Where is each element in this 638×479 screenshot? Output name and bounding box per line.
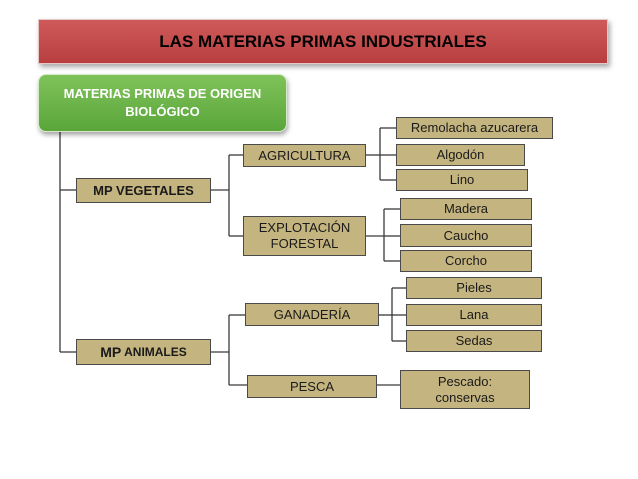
explotacion-line1: EXPLOTACIÓN (258, 220, 351, 235)
ganaderia-box: GANADERÍA (245, 303, 379, 326)
mp-animales-rest: ANIMALES (121, 345, 187, 359)
algodon-label: Algodón (436, 147, 485, 162)
pescado-box: Pescado: conservas (400, 370, 530, 409)
corcho-box: Corcho (400, 250, 532, 272)
madera-box: Madera (400, 198, 532, 220)
lana-box: Lana (406, 304, 542, 326)
slide-title: LAS MATERIAS PRIMAS INDUSTRIALES (38, 19, 608, 64)
ganaderia-label: GANADERÍA (273, 306, 351, 322)
remolacha-box: Remolacha azucarera (396, 117, 553, 139)
mp-vegetales-box: MP VEGETALES (76, 178, 211, 203)
algodon-box: Algodón (396, 144, 525, 166)
mp-animales-prefix: MP (100, 344, 122, 360)
pieles-box: Pieles (406, 277, 542, 299)
pescado-line2: conservas (435, 389, 495, 405)
origin-line1: MATERIAS PRIMAS DE ORIGEN (63, 86, 262, 101)
remolacha-label: Remolacha azucarera (410, 120, 539, 135)
caucho-label: Caucho (443, 227, 489, 243)
agricultura-box: AGRICULTURA (243, 144, 366, 167)
pescado-line1: Pescado: (437, 373, 493, 389)
sedas-label: Sedas (455, 333, 493, 348)
mp-vegetales-label: MP VEGETALES (93, 182, 194, 198)
origin-line2: BIOLÓGICO (125, 104, 200, 119)
explotacion-line2: FORESTAL (270, 236, 339, 251)
corcho-label: Corcho (445, 253, 487, 268)
lana-label: Lana (459, 307, 489, 322)
caucho-box: Caucho (400, 224, 532, 247)
sedas-box: Sedas (406, 330, 542, 352)
lino-label: Lino (449, 172, 475, 187)
explotacion-forestal-box: EXPLOTACIÓN FORESTAL (243, 216, 366, 256)
madera-label: Madera (443, 201, 489, 216)
pieles-label: Pieles (456, 280, 492, 295)
mp-animales-box: MP ANIMALES (76, 339, 211, 365)
lino-box: Lino (396, 169, 528, 191)
origin-box: MATERIAS PRIMAS DE ORIGEN BIOLÓGICO (38, 74, 287, 132)
pesca-label: PESCA (289, 378, 335, 394)
pesca-box: PESCA (247, 375, 377, 398)
slide-title-text: LAS MATERIAS PRIMAS INDUSTRIALES (159, 31, 487, 51)
agricultura-label: AGRICULTURA (258, 147, 351, 163)
